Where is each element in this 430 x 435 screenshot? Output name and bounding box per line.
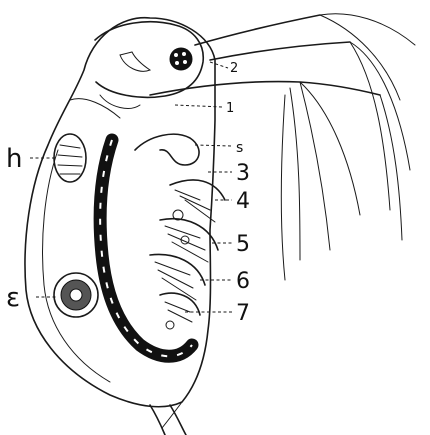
label-7: 7 — [236, 301, 250, 326]
shell-gland — [135, 134, 199, 165]
label-4: 4 — [236, 189, 250, 214]
leader-lines — [30, 62, 232, 312]
thoracic-legs — [150, 180, 225, 329]
head — [70, 22, 203, 118]
intestine — [100, 140, 192, 356]
carapace — [25, 18, 215, 428]
label-h: h — [6, 144, 22, 174]
compound-eye — [170, 48, 192, 70]
label-s: s — [236, 140, 243, 156]
label-3: 3 — [236, 161, 250, 186]
heart — [54, 134, 86, 182]
label-epsilon: ε — [6, 283, 20, 313]
embryo — [54, 273, 98, 317]
label-5: 5 — [236, 232, 250, 257]
label-2: 2 — [230, 61, 238, 76]
label-6: 6 — [236, 269, 250, 294]
label-1: 1 — [226, 101, 234, 116]
